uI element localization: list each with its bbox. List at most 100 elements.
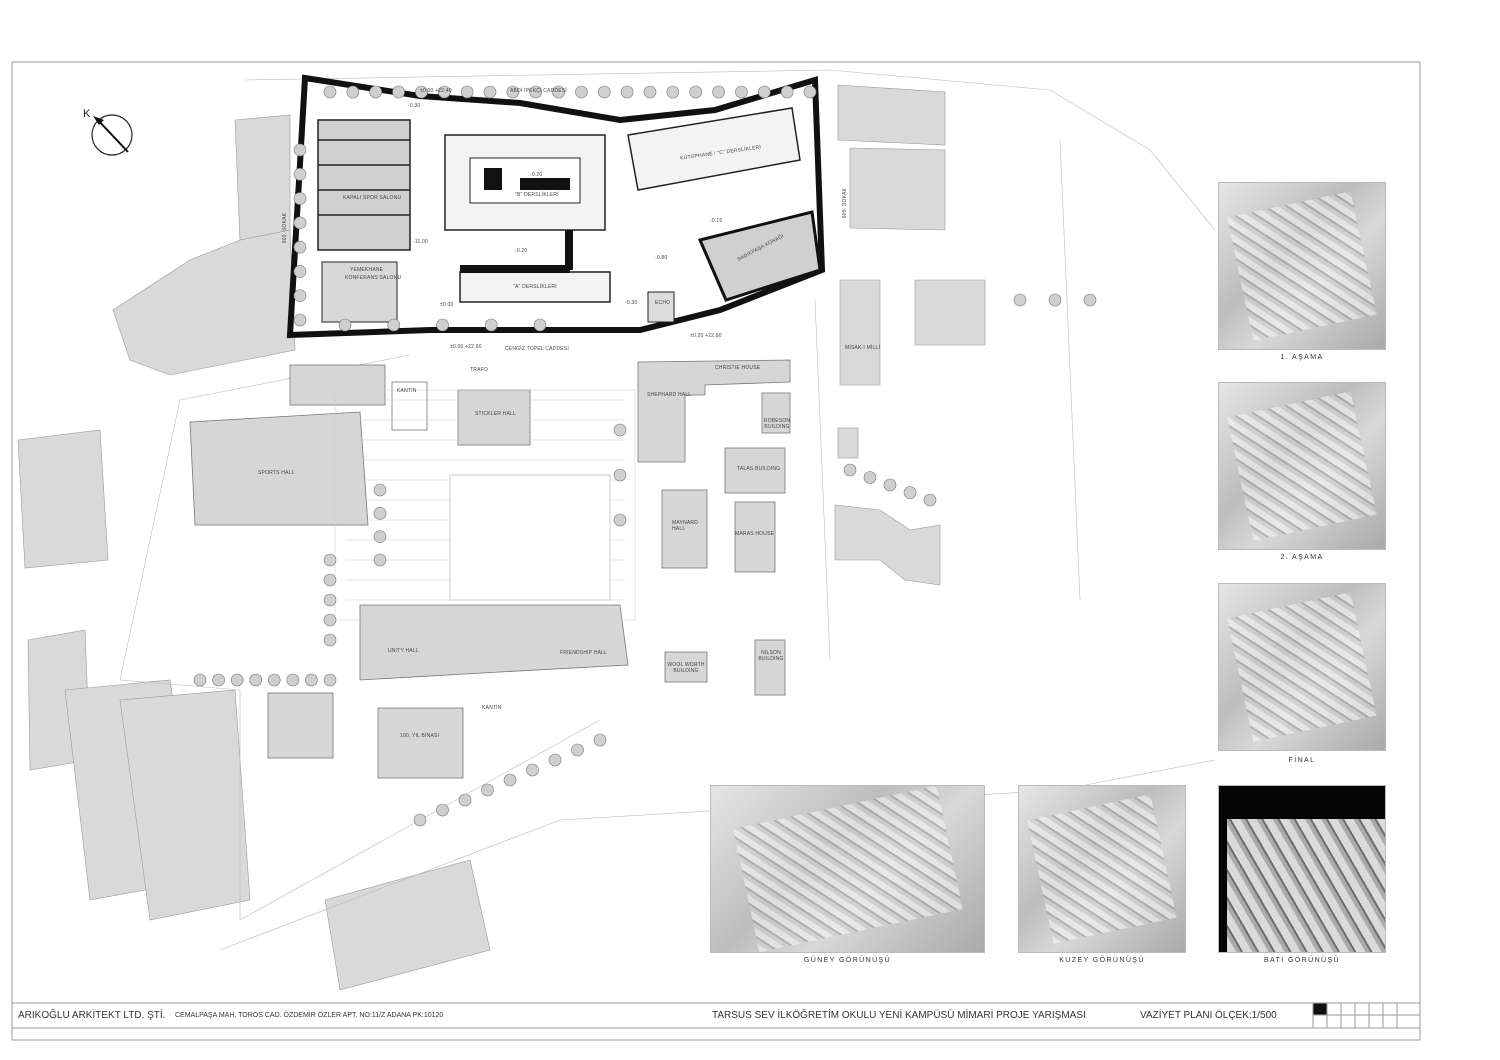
tree-icon bbox=[552, 85, 565, 99]
building-label: "A" DERSLİKLERİ bbox=[513, 284, 557, 290]
tree-icon bbox=[323, 573, 337, 587]
building-label: CHRISTIE HOUSE bbox=[715, 365, 761, 371]
context-buildings bbox=[17, 84, 986, 991]
tree-icon bbox=[293, 289, 307, 303]
tree-icon bbox=[293, 265, 307, 278]
building-label: SPORTS HALL bbox=[258, 470, 295, 476]
north-label: K bbox=[83, 108, 91, 120]
tree-icon bbox=[666, 85, 680, 99]
photo-caption: BATI GÖRÜNÜŞÜ bbox=[1263, 957, 1341, 964]
building-label: MİSAK-I MİLLİ bbox=[845, 345, 881, 351]
level-mark: -0.30 bbox=[408, 103, 421, 109]
level-mark: ±0.00 bbox=[440, 302, 454, 308]
tree-icon bbox=[369, 85, 383, 99]
level-mark: -11.00 bbox=[413, 239, 429, 245]
tree-icon bbox=[613, 513, 627, 527]
scale-bar bbox=[1312, 1002, 1421, 1029]
tree-icon bbox=[373, 530, 387, 543]
level-mark: -0.15 bbox=[710, 218, 723, 224]
tree-icon bbox=[286, 673, 300, 687]
level-mark: ±0.00 +22.60 bbox=[450, 344, 482, 350]
tree-icon bbox=[293, 143, 307, 157]
tree-icon bbox=[481, 783, 494, 797]
tree-icon bbox=[593, 733, 607, 747]
tree-icon bbox=[689, 85, 703, 99]
model-photo-stage-2 bbox=[1218, 382, 1386, 550]
tree-icon bbox=[230, 673, 244, 687]
existing-campus-plan bbox=[189, 359, 791, 779]
tree-icon bbox=[613, 423, 627, 437]
photo-caption: 1. AŞAMA bbox=[1280, 354, 1324, 361]
sports-hall-roof bbox=[317, 119, 411, 251]
tree-icon bbox=[436, 318, 449, 332]
tree-icon bbox=[373, 507, 387, 520]
tree-icon bbox=[712, 85, 725, 99]
sports-hall bbox=[189, 411, 369, 526]
building-label: WOOL WORTH BUILDING bbox=[667, 662, 705, 674]
tree-icon bbox=[338, 318, 352, 332]
tree-icon bbox=[323, 633, 337, 647]
tree-icon bbox=[571, 743, 584, 757]
building-label: UNITY HALL bbox=[388, 648, 419, 654]
level-mark: -0.20 bbox=[530, 172, 543, 178]
tree-icon bbox=[323, 85, 337, 99]
tree-icon bbox=[436, 803, 449, 817]
tree-icon bbox=[529, 85, 543, 99]
street-label: CENGİZ TOPEL CADDESİ bbox=[505, 346, 569, 352]
tree-icon bbox=[305, 673, 318, 687]
tree-icon bbox=[757, 85, 771, 99]
trees bbox=[193, 85, 1097, 827]
tree-icon bbox=[883, 478, 897, 492]
tree-icon bbox=[293, 313, 307, 327]
building-label: ROBESON BUILDING bbox=[763, 418, 791, 430]
tree-icon bbox=[863, 471, 877, 484]
model-photo-north bbox=[1018, 785, 1186, 953]
tree-icon bbox=[548, 753, 562, 767]
tree-icon bbox=[293, 216, 307, 230]
building-label: STICKLER HALL bbox=[475, 411, 516, 417]
photo-caption: KUZEY GÖRÜNÜŞÜ bbox=[1059, 957, 1145, 964]
building-label: KAPALI SPOR SALONU bbox=[343, 195, 402, 201]
building-label: TRAFO bbox=[470, 367, 488, 373]
tree-icon bbox=[483, 85, 497, 99]
street-label: ABDİ İPEKÇİ CADDESİ bbox=[510, 88, 567, 94]
tree-icon bbox=[323, 593, 337, 607]
tree-icon bbox=[323, 553, 337, 567]
tree-icon bbox=[526, 763, 539, 777]
level-mark: -0.20 bbox=[515, 248, 528, 254]
tree-icon bbox=[1048, 293, 1062, 307]
tree-icon bbox=[267, 673, 281, 687]
tree-icon bbox=[193, 673, 207, 687]
level-mark: -0.30 bbox=[625, 300, 638, 306]
building-label: MAYNARD HALL bbox=[672, 520, 699, 532]
tree-icon bbox=[620, 85, 634, 99]
firm-name: ARIKOĞLU ARKİTEKT LTD. ŞTİ. bbox=[18, 1010, 166, 1021]
tree-icon bbox=[387, 318, 401, 332]
tree-icon bbox=[415, 85, 428, 99]
building-label: YEMEKHANE bbox=[350, 267, 384, 273]
tree-icon bbox=[293, 192, 307, 205]
tree-icon bbox=[373, 483, 387, 497]
tree-icon bbox=[484, 318, 498, 332]
building-label: KANTİN bbox=[482, 705, 502, 711]
tree-icon bbox=[458, 793, 472, 807]
level-mark: -0.80 bbox=[655, 255, 668, 261]
tree-icon bbox=[460, 85, 474, 99]
tree-icon bbox=[323, 613, 337, 627]
tree-icon bbox=[346, 85, 360, 99]
tree-icon bbox=[1013, 293, 1027, 307]
north-arrow-icon bbox=[91, 114, 133, 156]
street-label: 803. SOKAK bbox=[282, 212, 289, 244]
tree-icon bbox=[597, 85, 611, 99]
building-label: NILSON BUILDING bbox=[758, 650, 784, 662]
tree-icon bbox=[212, 673, 225, 687]
tree-icon bbox=[575, 85, 588, 99]
building-label: ECHO bbox=[655, 300, 671, 306]
central-lawn bbox=[449, 474, 611, 601]
drawing-frame bbox=[11, 61, 1421, 1041]
model-photo-west bbox=[1218, 785, 1386, 953]
tree-icon bbox=[503, 773, 517, 787]
model-photo-stage-1 bbox=[1218, 182, 1386, 350]
tree-icon bbox=[613, 468, 627, 482]
